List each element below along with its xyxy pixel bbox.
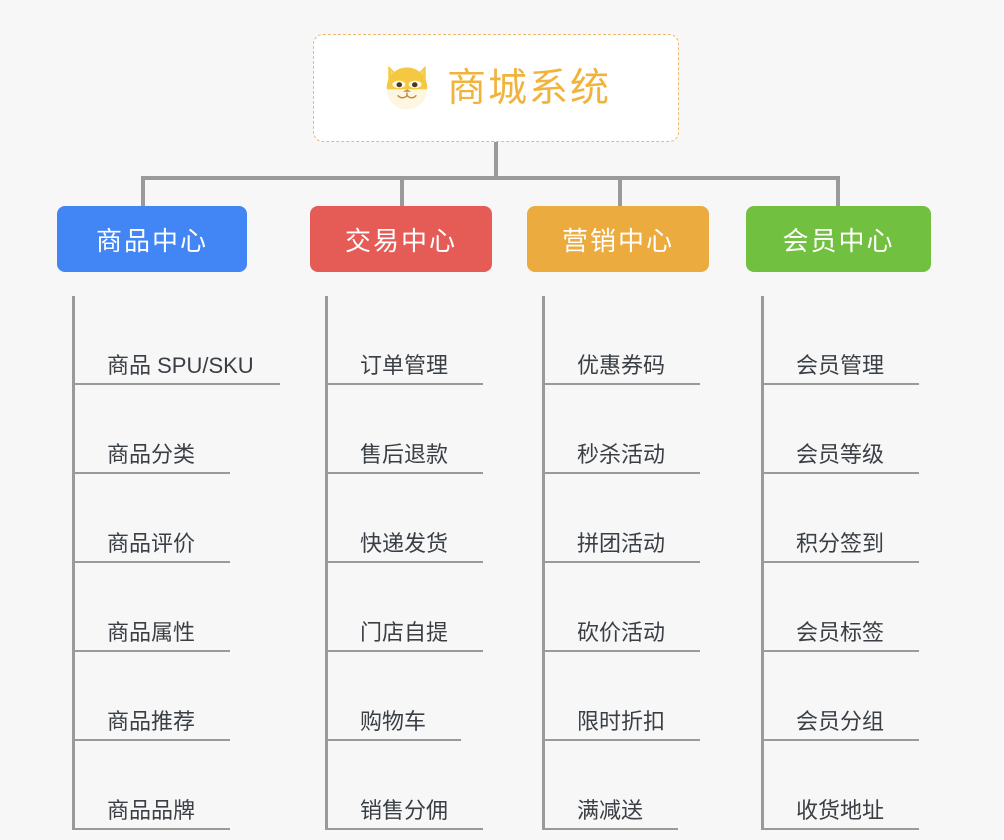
leaf-label: 商品评价 (107, 530, 196, 556)
list-item[interactable]: 商品品牌 (75, 741, 230, 830)
category-title-3: 营销中心 (561, 225, 674, 256)
leaf-label: 会员等级 (796, 441, 885, 467)
category-title-4: 会员中心 (782, 225, 895, 256)
list-item[interactable]: 售后退款 (328, 385, 483, 474)
dog-face-icon (381, 60, 433, 117)
list-item[interactable]: 购物车 (328, 652, 461, 741)
leaf-label: 商品属性 (107, 619, 196, 645)
connector-drop-3 (618, 178, 622, 208)
leaf-label: 会员分组 (796, 708, 885, 734)
connector-drop-2 (400, 178, 404, 208)
leaf-label: 拼团活动 (577, 530, 666, 556)
leaf-label: 积分签到 (796, 530, 885, 556)
list-item[interactable]: 优惠券码 (545, 296, 700, 385)
leaf-label: 商品推荐 (107, 708, 196, 734)
list-item[interactable]: 快递发货 (328, 474, 483, 563)
leaf-label: 门店自提 (360, 619, 449, 645)
list-item[interactable]: 会员分组 (764, 652, 919, 741)
leaf-label: 会员管理 (796, 352, 885, 378)
list-item[interactable]: 商品评价 (75, 474, 230, 563)
leaf-label: 订单管理 (360, 352, 449, 378)
leaf-label: 商品品牌 (107, 797, 196, 823)
column-product-center: 商品中心 商品 SPU/SKU 商品分类 商品评价 商品属性 商品推荐 商品品牌 (57, 206, 280, 830)
list-item[interactable]: 商品 SPU/SKU (75, 296, 280, 385)
list-item[interactable]: 拼团活动 (545, 474, 700, 563)
list-item[interactable]: 积分签到 (764, 474, 919, 563)
connector-drop-1 (141, 178, 145, 208)
category-header-1[interactable]: 商品中心 (57, 206, 247, 272)
leaf-label: 优惠券码 (577, 352, 666, 378)
list-item[interactable]: 限时折扣 (545, 652, 700, 741)
leaf-label: 购物车 (360, 708, 427, 734)
root-title: 商城系统 (446, 66, 611, 110)
category-header-4[interactable]: 会员中心 (746, 206, 931, 272)
list-item[interactable]: 订单管理 (328, 296, 483, 385)
list-item[interactable]: 秒杀活动 (545, 385, 700, 474)
list-item[interactable]: 收货地址 (764, 741, 919, 830)
connector-stem (494, 142, 498, 178)
leaf-label: 商品 SPU/SKU (107, 352, 254, 378)
leaf-label: 限时折扣 (577, 708, 666, 734)
root-node[interactable]: 商城系统 (313, 34, 679, 142)
leaf-list-2: 订单管理 售后退款 快递发货 门店自提 购物车 销售分佣 (325, 296, 492, 830)
leaf-label: 秒杀活动 (577, 441, 666, 467)
list-item[interactable]: 会员标签 (764, 563, 919, 652)
leaf-label: 满减送 (577, 797, 644, 823)
column-marketing-center: 营销中心 优惠券码 秒杀活动 拼团活动 砍价活动 限时折扣 满减送 (527, 206, 709, 830)
leaf-label: 销售分佣 (360, 797, 449, 823)
leaf-list-1: 商品 SPU/SKU 商品分类 商品评价 商品属性 商品推荐 商品品牌 (72, 296, 280, 830)
list-item[interactable]: 销售分佣 (328, 741, 483, 830)
column-member-center: 会员中心 会员管理 会员等级 积分签到 会员标签 会员分组 收货地址 (746, 206, 931, 830)
leaf-label: 商品分类 (107, 441, 196, 467)
list-item[interactable]: 商品推荐 (75, 652, 230, 741)
category-header-3[interactable]: 营销中心 (527, 206, 709, 272)
leaf-list-4: 会员管理 会员等级 积分签到 会员标签 会员分组 收货地址 (761, 296, 931, 830)
leaf-label: 会员标签 (796, 619, 885, 645)
connector-drop-4 (836, 178, 840, 208)
list-item[interactable]: 商品属性 (75, 563, 230, 652)
list-item[interactable]: 商品分类 (75, 385, 230, 474)
list-item[interactable]: 门店自提 (328, 563, 483, 652)
category-title-2: 交易中心 (344, 225, 457, 256)
leaf-list-3: 优惠券码 秒杀活动 拼团活动 砍价活动 限时折扣 满减送 (542, 296, 709, 830)
category-title-1: 商品中心 (95, 225, 208, 256)
leaf-label: 售后退款 (360, 441, 449, 467)
connector-bar (141, 176, 840, 180)
list-item[interactable]: 砍价活动 (545, 563, 700, 652)
leaf-label: 砍价活动 (577, 619, 666, 645)
list-item[interactable]: 会员管理 (764, 296, 919, 385)
leaf-label: 收货地址 (796, 797, 885, 823)
leaf-label: 快递发货 (360, 530, 449, 556)
column-trade-center: 交易中心 订单管理 售后退款 快递发货 门店自提 购物车 销售分佣 (310, 206, 492, 830)
list-item[interactable]: 满减送 (545, 741, 678, 830)
category-header-2[interactable]: 交易中心 (310, 206, 492, 272)
list-item[interactable]: 会员等级 (764, 385, 919, 474)
